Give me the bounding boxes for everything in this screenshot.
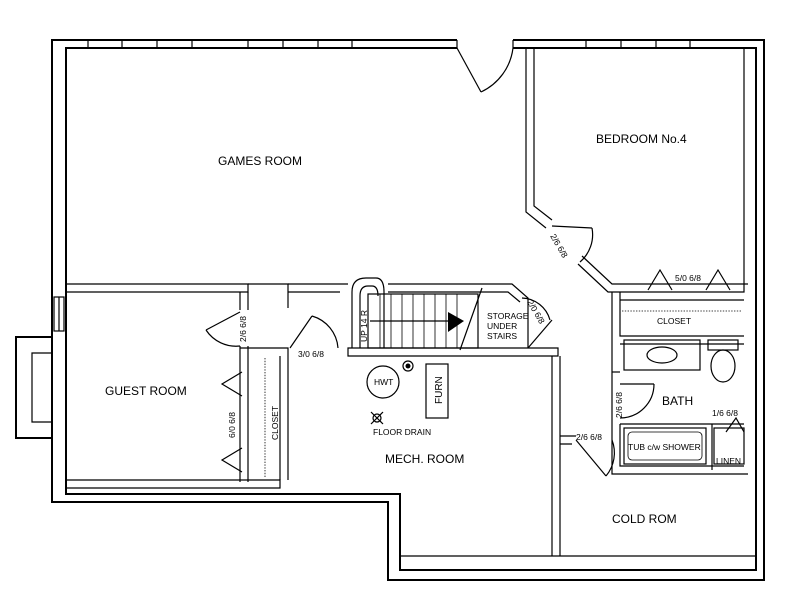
exterior-walls (51, 39, 765, 581)
label-storage-1: STORAGE (487, 311, 529, 321)
toilet-icon (707, 339, 739, 383)
label-door-bath: 2/6 6/8 (614, 392, 624, 418)
bedroom-closet (620, 268, 744, 312)
label-tub: TUB c/w SHOWER (628, 442, 701, 452)
label-door-guest: 2/6 6/8 (238, 316, 248, 342)
interior-walls (66, 48, 756, 557)
label-bedroom-4: BEDROOM No.4 (596, 132, 687, 146)
label-mech-room: MECH. ROOM (385, 452, 464, 466)
sink-icon (646, 346, 678, 364)
label-floor-drain: FLOOR DRAIN (373, 427, 431, 437)
label-hwt: HWT (374, 377, 393, 387)
label-door-bedroom-closet: 5/0 6/8 (675, 273, 701, 283)
label-door-bedroom: 2/6 6/8 (548, 232, 570, 260)
label-closet-guest: CLOSET (270, 406, 280, 440)
label-guest-room: GUEST ROOM (105, 384, 187, 398)
label-bath: BATH (662, 394, 693, 408)
top-entry-door (456, 39, 514, 93)
floor-drain-icon (370, 411, 384, 425)
door-swings (205, 225, 745, 477)
left-window-bay (15, 296, 65, 439)
label-linen: LINEN (716, 456, 741, 466)
stairs (351, 277, 483, 351)
label-stairs: UP 14 R (359, 310, 369, 342)
fixtures (366, 339, 745, 465)
furnace-box (425, 363, 449, 419)
hwt-circle (366, 365, 400, 399)
label-door-guest-closet: 6/0 6/8 (227, 412, 237, 438)
stair-arrow-icon (448, 312, 464, 332)
guest-closet (220, 358, 266, 478)
label-storage-3: STAIRS (487, 331, 517, 341)
label-door-linen: 1/6 6/8 (712, 408, 738, 418)
label-closet-bedroom: CLOSET (657, 316, 691, 326)
label-games-room: GAMES ROOM (218, 154, 302, 168)
label-cold-room: COLD ROM (612, 512, 677, 526)
label-storage-2: UNDER (487, 321, 517, 331)
windows-top (87, 39, 691, 49)
label-door-cold-room: 2/6 6/8 (576, 432, 602, 442)
label-door-mech: 3/0 6/8 (298, 349, 324, 359)
label-furnace: FURN (434, 376, 445, 404)
